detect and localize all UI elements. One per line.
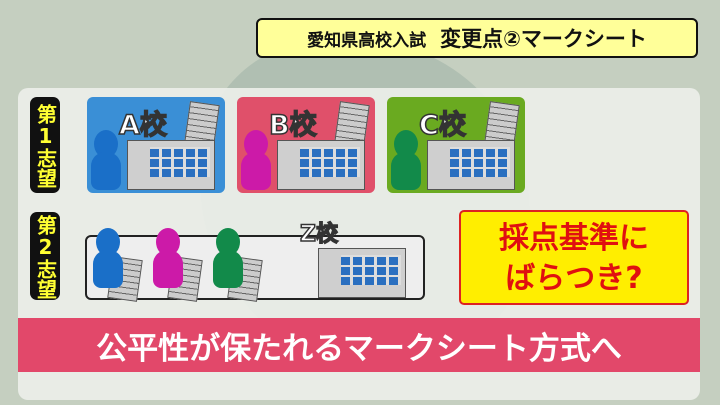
student-icon bbox=[240, 130, 272, 190]
student-icon bbox=[90, 130, 122, 190]
student-icon bbox=[212, 228, 244, 288]
school-z-label: Z校 bbox=[299, 221, 338, 248]
school-name: C校 bbox=[418, 109, 466, 142]
headline-prefix: 愛知県高校入試 bbox=[307, 30, 427, 51]
first-choice-label: 第1志望 bbox=[30, 97, 60, 193]
school-building-icon bbox=[427, 140, 515, 190]
school-building-icon bbox=[127, 140, 215, 190]
conclusion-banner: 公平性が保たれるマークシート方式へ bbox=[18, 318, 700, 372]
school-name: A校 bbox=[118, 109, 167, 142]
headline-main: 変更点②マークシート bbox=[440, 27, 647, 51]
student-icon bbox=[92, 228, 124, 288]
school-z-building-icon bbox=[318, 248, 406, 298]
school-name: B校 bbox=[268, 109, 317, 142]
second-choice-label: 第2志望 bbox=[30, 212, 60, 300]
callout-line-2: ばらつき? bbox=[505, 261, 643, 296]
school-building-icon bbox=[277, 140, 365, 190]
student-icon bbox=[152, 228, 184, 288]
scoring-variance-callout: 採点基準に ばらつき? bbox=[459, 210, 689, 305]
callout-line-1: 採点基準に bbox=[499, 221, 649, 256]
student-icon bbox=[390, 130, 422, 190]
headline-box: 愛知県高校入試 変更点②マークシート bbox=[256, 18, 698, 58]
